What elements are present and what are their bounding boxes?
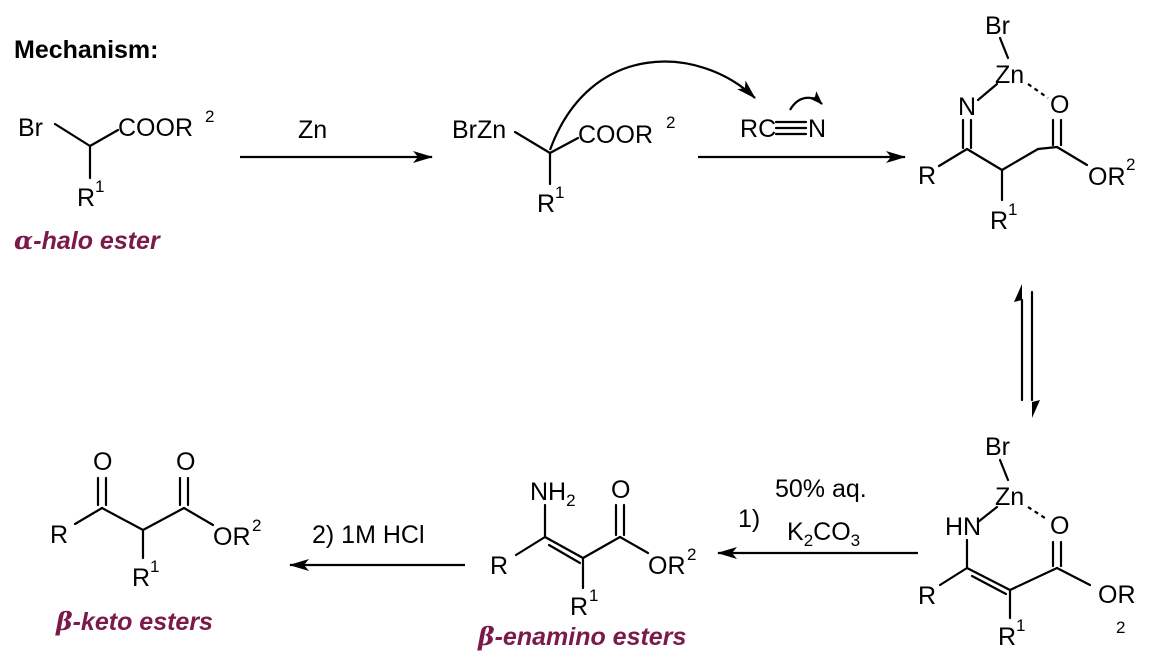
atom-br: Br xyxy=(18,114,43,142)
organozinc-structure: BrZn COOR 2 R 1 xyxy=(452,113,675,218)
atom-brzn: BrZn xyxy=(452,116,506,144)
atom-r: R xyxy=(132,564,150,592)
bond xyxy=(1055,145,1089,167)
bond xyxy=(100,506,145,532)
bond xyxy=(1055,566,1092,587)
beta-enamino-ester-structure: NH2 O R R 1 OR 2 xyxy=(490,476,696,621)
reagent-aq: 50% aq. xyxy=(775,475,867,503)
bond xyxy=(976,505,999,524)
equilibrium-head-down xyxy=(1032,400,1040,418)
reagent-step-1: 1) xyxy=(738,505,760,533)
bond xyxy=(1008,566,1059,592)
double-bond xyxy=(547,543,582,565)
bond xyxy=(938,566,969,587)
atom-o: O xyxy=(611,476,630,504)
reagent-nitrile: RC xyxy=(740,115,776,143)
atom-r: R xyxy=(570,593,588,621)
double-bond xyxy=(970,574,1008,596)
bond xyxy=(998,458,1010,482)
superscript-1: 1 xyxy=(589,586,598,605)
bond xyxy=(581,535,622,560)
atom-r: R xyxy=(490,552,508,580)
bond xyxy=(976,82,999,102)
atom-o: O xyxy=(1050,512,1069,540)
superscript-2: 2 xyxy=(205,107,214,126)
alpha-halo-ester-structure: Br COOR 2 R 1 xyxy=(18,107,214,212)
subscript-2: 2 xyxy=(1116,618,1125,637)
dative-bond xyxy=(1027,506,1049,521)
atom-br: Br xyxy=(985,12,1010,40)
mechanism-title: Mechanism: xyxy=(14,36,158,64)
atom-r: R xyxy=(918,582,936,610)
bond xyxy=(182,506,215,527)
double-bond xyxy=(543,535,585,560)
atom-zn: Zn xyxy=(995,483,1024,511)
atom-o: O xyxy=(176,448,195,476)
reagent-hcl: 2) 1M HCl xyxy=(312,521,425,549)
atom-or: OR xyxy=(1098,581,1136,609)
atom-coor: COOR xyxy=(118,114,193,142)
superscript-2: 2 xyxy=(666,113,675,132)
atom-coor: COOR xyxy=(578,121,653,149)
bond xyxy=(1036,145,1059,151)
zinc-imine-chelate-structure: Br Zn N O R R 1 OR 2 xyxy=(918,12,1135,235)
atom-r: R xyxy=(50,521,68,549)
superscript-2: 2 xyxy=(687,545,696,564)
bond xyxy=(73,506,104,526)
beta-keto-ester-structure: O O R R 1 OR 2 xyxy=(50,448,261,592)
superscript-2: 2 xyxy=(252,516,261,535)
double-bond xyxy=(965,566,1012,592)
equilibrium-head-up xyxy=(1014,284,1022,302)
atom-hn: HN xyxy=(945,513,981,541)
atom-n: N xyxy=(808,115,826,143)
superscript-2: 2 xyxy=(1126,155,1135,174)
superscript-1: 1 xyxy=(555,183,564,202)
superscript-1: 1 xyxy=(1016,616,1025,635)
atom-r: R xyxy=(998,623,1016,651)
atom-o: O xyxy=(1050,91,1069,119)
atom-br: Br xyxy=(985,433,1010,461)
atom-n: N xyxy=(958,93,976,121)
bond xyxy=(141,506,186,532)
atom-r: R xyxy=(537,190,555,218)
atom-o: O xyxy=(93,448,112,476)
atom-or: OR xyxy=(213,523,251,551)
caption-alpha-halo-ester: α-halo ester xyxy=(14,226,161,255)
bond xyxy=(548,136,580,155)
bond xyxy=(937,147,969,168)
bond xyxy=(513,130,552,155)
zinc-enamine-chelate-structure: Br Zn HN O R R 1 OR 2 xyxy=(918,433,1136,651)
caption-beta-enamino-esters: β-enamino esters xyxy=(477,622,686,651)
dative-bond xyxy=(1027,83,1049,99)
atom-or: OR xyxy=(648,552,686,580)
bond xyxy=(998,36,1010,60)
bond xyxy=(618,535,650,555)
atom-zn: Zn xyxy=(995,61,1024,89)
atom-r: R xyxy=(990,207,1008,235)
bond xyxy=(88,128,120,148)
superscript-1: 1 xyxy=(95,177,104,196)
bond xyxy=(53,122,92,148)
reagent-zn: Zn xyxy=(298,116,327,144)
atom-nh2: NH2 xyxy=(530,478,576,510)
atom-r: R xyxy=(918,162,936,190)
atom-r: R xyxy=(77,184,95,212)
caption-beta-keto-esters: β-keto esters xyxy=(55,607,213,636)
superscript-1: 1 xyxy=(150,557,159,576)
atom-or: OR xyxy=(1088,163,1126,191)
bond xyxy=(965,147,1004,172)
superscript-1: 1 xyxy=(1008,200,1017,219)
reagent-k2co3: K2CO3 xyxy=(787,518,860,550)
electron-arrow-curved xyxy=(548,60,756,151)
bond xyxy=(1000,147,1040,172)
electron-arrow-small xyxy=(789,91,823,111)
bond xyxy=(514,535,547,557)
